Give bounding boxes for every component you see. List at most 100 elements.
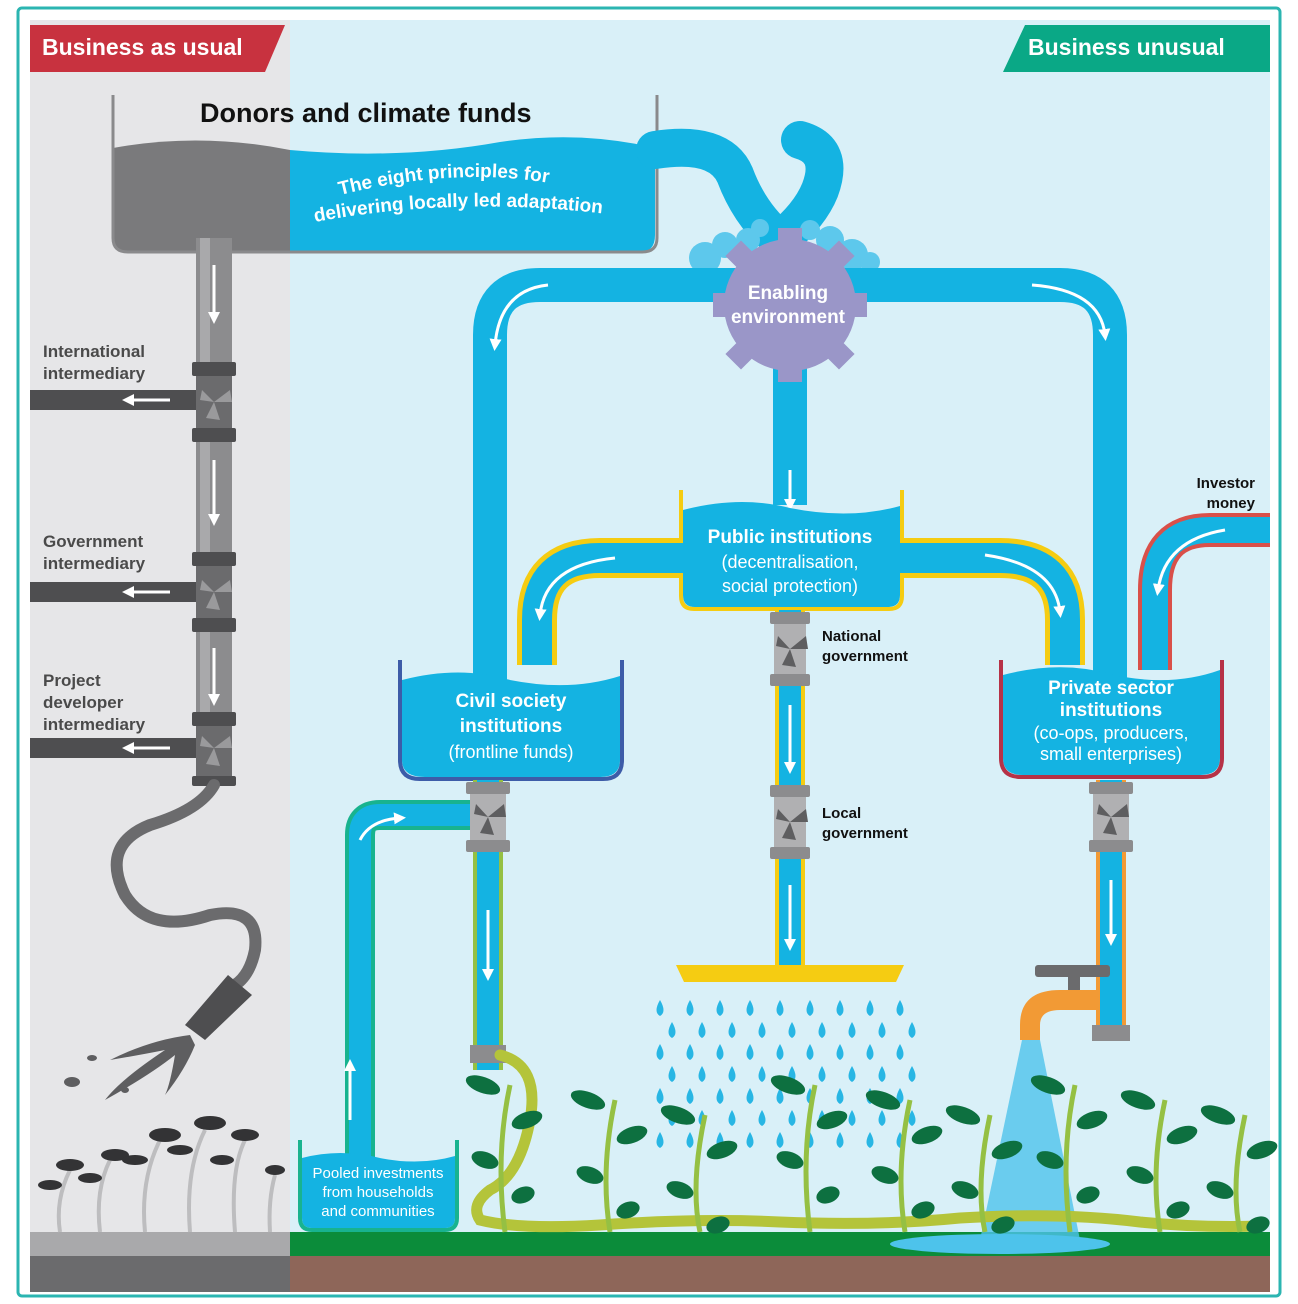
soaker-hose — [471, 1049, 1266, 1233]
water-drop — [698, 1022, 706, 1038]
flow-arrow — [984, 553, 1066, 618]
plant-leaf — [706, 1140, 738, 1160]
sprinkler-head — [676, 965, 904, 982]
water-drop — [908, 1066, 916, 1082]
local-line-2: government — [822, 825, 908, 842]
plant-leaf — [1166, 1201, 1190, 1219]
banner-left-text: Business as usual — [42, 34, 243, 60]
plant-leaf — [951, 1181, 979, 1199]
plant-leaf — [991, 1140, 1023, 1160]
water-drop — [788, 1022, 796, 1038]
flow-arrow — [358, 812, 406, 841]
faucet-icon — [1020, 965, 1110, 1040]
plant-leaf — [816, 1110, 848, 1130]
plant-leaf — [991, 1216, 1015, 1234]
plant-leaf — [576, 1166, 604, 1184]
pooled-line-3: and communities — [321, 1203, 434, 1220]
international-label-1: International — [43, 342, 145, 361]
plant-leaf — [511, 1186, 535, 1204]
plant-leaf — [666, 1181, 694, 1199]
plant-leaf — [1200, 1105, 1236, 1125]
grey-soil — [30, 1256, 290, 1292]
water-drop — [746, 1000, 754, 1016]
grass-strip — [290, 1232, 1270, 1256]
flow-arrow — [534, 556, 616, 621]
private-line-4: small enterprises) — [1040, 744, 1182, 764]
water-drop — [848, 1110, 856, 1126]
leaky-hose — [110, 779, 262, 991]
water-drop — [866, 1044, 874, 1060]
plant-leaf — [511, 1110, 543, 1130]
grey-grass-strip — [30, 1232, 290, 1256]
banner-right-text: Business unusual — [1028, 34, 1225, 60]
government-label-2: intermediary — [43, 554, 146, 573]
water-drop — [746, 1132, 754, 1148]
water-drop — [896, 1000, 904, 1016]
water-drop — [776, 1044, 784, 1060]
valve-icon — [466, 782, 510, 852]
flow-arrow — [1152, 528, 1226, 596]
international-branch-pipe — [30, 390, 198, 410]
water-drop — [728, 1066, 736, 1082]
private-line-1: Private sector — [1048, 678, 1174, 699]
water-drop — [866, 1000, 874, 1016]
plant-leaf — [865, 1090, 901, 1110]
water-drop — [866, 1132, 874, 1148]
water-puddle — [890, 1234, 1110, 1254]
water-drop — [758, 1110, 766, 1126]
private-line-2: institutions — [1060, 700, 1162, 721]
plant-leaf — [911, 1201, 935, 1219]
gear-icon — [713, 228, 867, 382]
diagram-title: Donors and climate funds — [200, 98, 532, 128]
plant-stem — [1233, 1114, 1248, 1233]
water-drop — [878, 1066, 886, 1082]
local-line-1: Local — [822, 805, 861, 822]
water-drop — [806, 1044, 814, 1060]
water-drop — [908, 1022, 916, 1038]
hose-nozzle — [185, 975, 252, 1040]
valve-icon — [192, 712, 236, 786]
water-drop — [668, 1066, 676, 1082]
water-drop — [788, 1110, 796, 1126]
project-label-3: intermediary — [43, 715, 146, 734]
water-drop — [728, 1022, 736, 1038]
plant-leaf — [1206, 1181, 1234, 1199]
valve-icon — [770, 612, 810, 686]
water-drop — [668, 1022, 676, 1038]
water-drop — [656, 1088, 664, 1104]
plant-leaf — [871, 1166, 899, 1184]
plant-leaf — [465, 1075, 501, 1095]
flow-arrow — [489, 283, 549, 351]
water-drop — [836, 1044, 844, 1060]
pooled-tank — [298, 1140, 459, 1232]
valve-icon — [770, 785, 810, 859]
water-drop — [848, 1022, 856, 1038]
water-drop — [776, 1000, 784, 1016]
water-drop — [758, 1022, 766, 1038]
international-label-2: intermediary — [43, 364, 146, 383]
water-drop — [908, 1110, 916, 1126]
water-drop — [776, 1132, 784, 1148]
enabling-line-2: environment — [731, 307, 846, 328]
plant-leaf — [706, 1216, 730, 1234]
valve-icon — [192, 552, 236, 632]
private-line-3: (co-ops, producers, — [1033, 723, 1188, 743]
private-sector-tank — [999, 660, 1224, 779]
plant-leaf — [616, 1201, 640, 1219]
valve-icon — [1089, 782, 1133, 852]
water-drop — [896, 1044, 904, 1060]
soil — [290, 1256, 1270, 1292]
faucet-water — [980, 1040, 1080, 1240]
plant-leaf — [570, 1090, 606, 1110]
banner-left — [30, 25, 285, 72]
civil-line-2: institutions — [460, 716, 562, 737]
pooled-line-2: from households — [323, 1184, 434, 1201]
national-line-1: National — [822, 628, 881, 645]
plant-leaf — [1166, 1125, 1198, 1145]
water-drop — [896, 1088, 904, 1104]
plant-leaf — [1246, 1140, 1278, 1160]
outer-frame — [16, 6, 1282, 1298]
water-drop — [878, 1110, 886, 1126]
